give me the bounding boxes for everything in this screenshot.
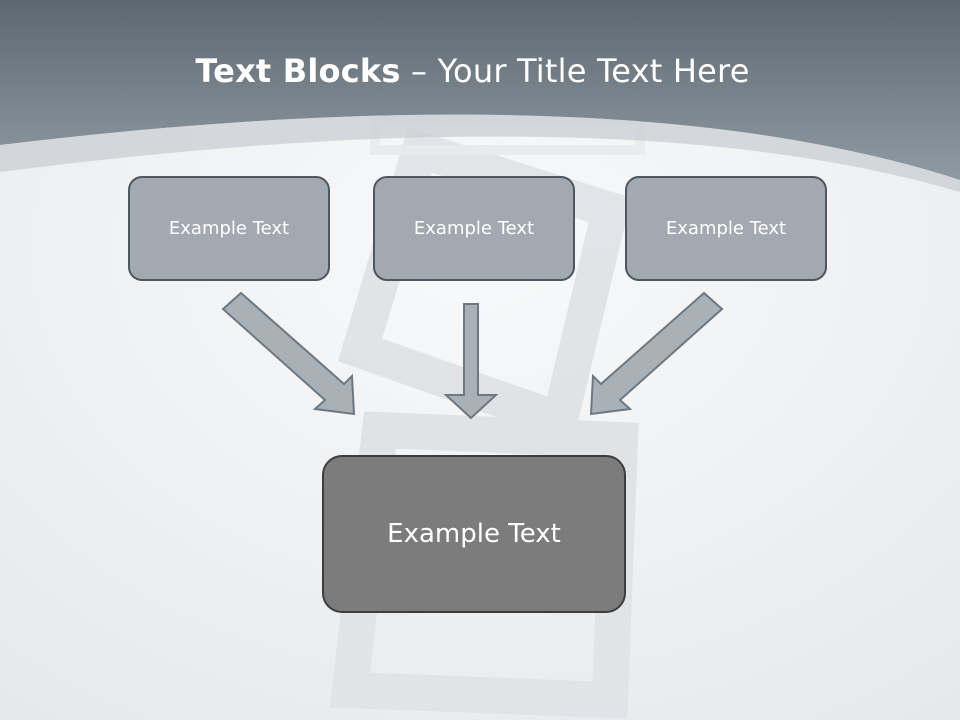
slide-title: Text Blocks – Your Title Text Here bbox=[0, 52, 945, 90]
header-band bbox=[0, 0, 960, 180]
title-rest: Your Title Text Here bbox=[437, 52, 750, 90]
text-block-right[interactable]: Example Text bbox=[625, 176, 827, 281]
text-block-right-label: Example Text bbox=[665, 218, 787, 239]
title-dash: – bbox=[400, 52, 438, 90]
text-block-left[interactable]: Example Text bbox=[128, 176, 330, 281]
title-bold: Text Blocks bbox=[195, 52, 401, 90]
header-arc-highlight bbox=[0, 114, 960, 192]
text-block-main[interactable]: Example Text bbox=[322, 455, 626, 613]
text-block-center-label: Example Text bbox=[413, 218, 535, 239]
text-block-main-label: Example Text bbox=[387, 519, 561, 549]
text-block-center[interactable]: Example Text bbox=[373, 176, 575, 281]
text-block-left-label: Example Text bbox=[168, 218, 290, 239]
